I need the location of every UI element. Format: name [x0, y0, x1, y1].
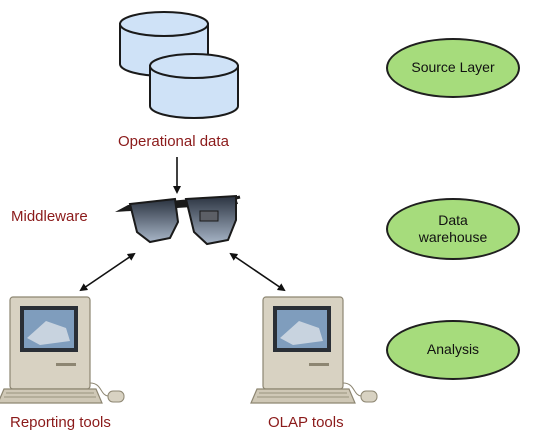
- reporting-tools-label: Reporting tools: [10, 414, 111, 431]
- data-warehouse-label-line2: warehouse: [418, 229, 488, 245]
- database-icon: [119, 11, 239, 119]
- data-warehouse-oval: Data warehouse: [386, 198, 520, 260]
- operational-data-label: Operational data: [118, 133, 229, 150]
- database-cylinder-front: [149, 53, 239, 119]
- computer-icon: [0, 296, 125, 404]
- data-warehouse-label-line1: Data: [438, 211, 468, 228]
- olap-tools-label: OLAP tools: [268, 414, 344, 431]
- middleware-label: Middleware: [11, 208, 88, 225]
- sunglasses-icon: [115, 194, 241, 246]
- computer-icon: [250, 296, 378, 404]
- arrow-middleware-olap: [229, 252, 286, 292]
- analysis-oval: Analysis: [386, 320, 520, 380]
- source-layer-label: Source Layer: [411, 59, 495, 76]
- arrow-middleware-reporting: [79, 252, 136, 292]
- source-layer-oval: Source Layer: [386, 38, 520, 98]
- analysis-label: Analysis: [426, 341, 480, 358]
- database-cylinder-back: [119, 11, 209, 77]
